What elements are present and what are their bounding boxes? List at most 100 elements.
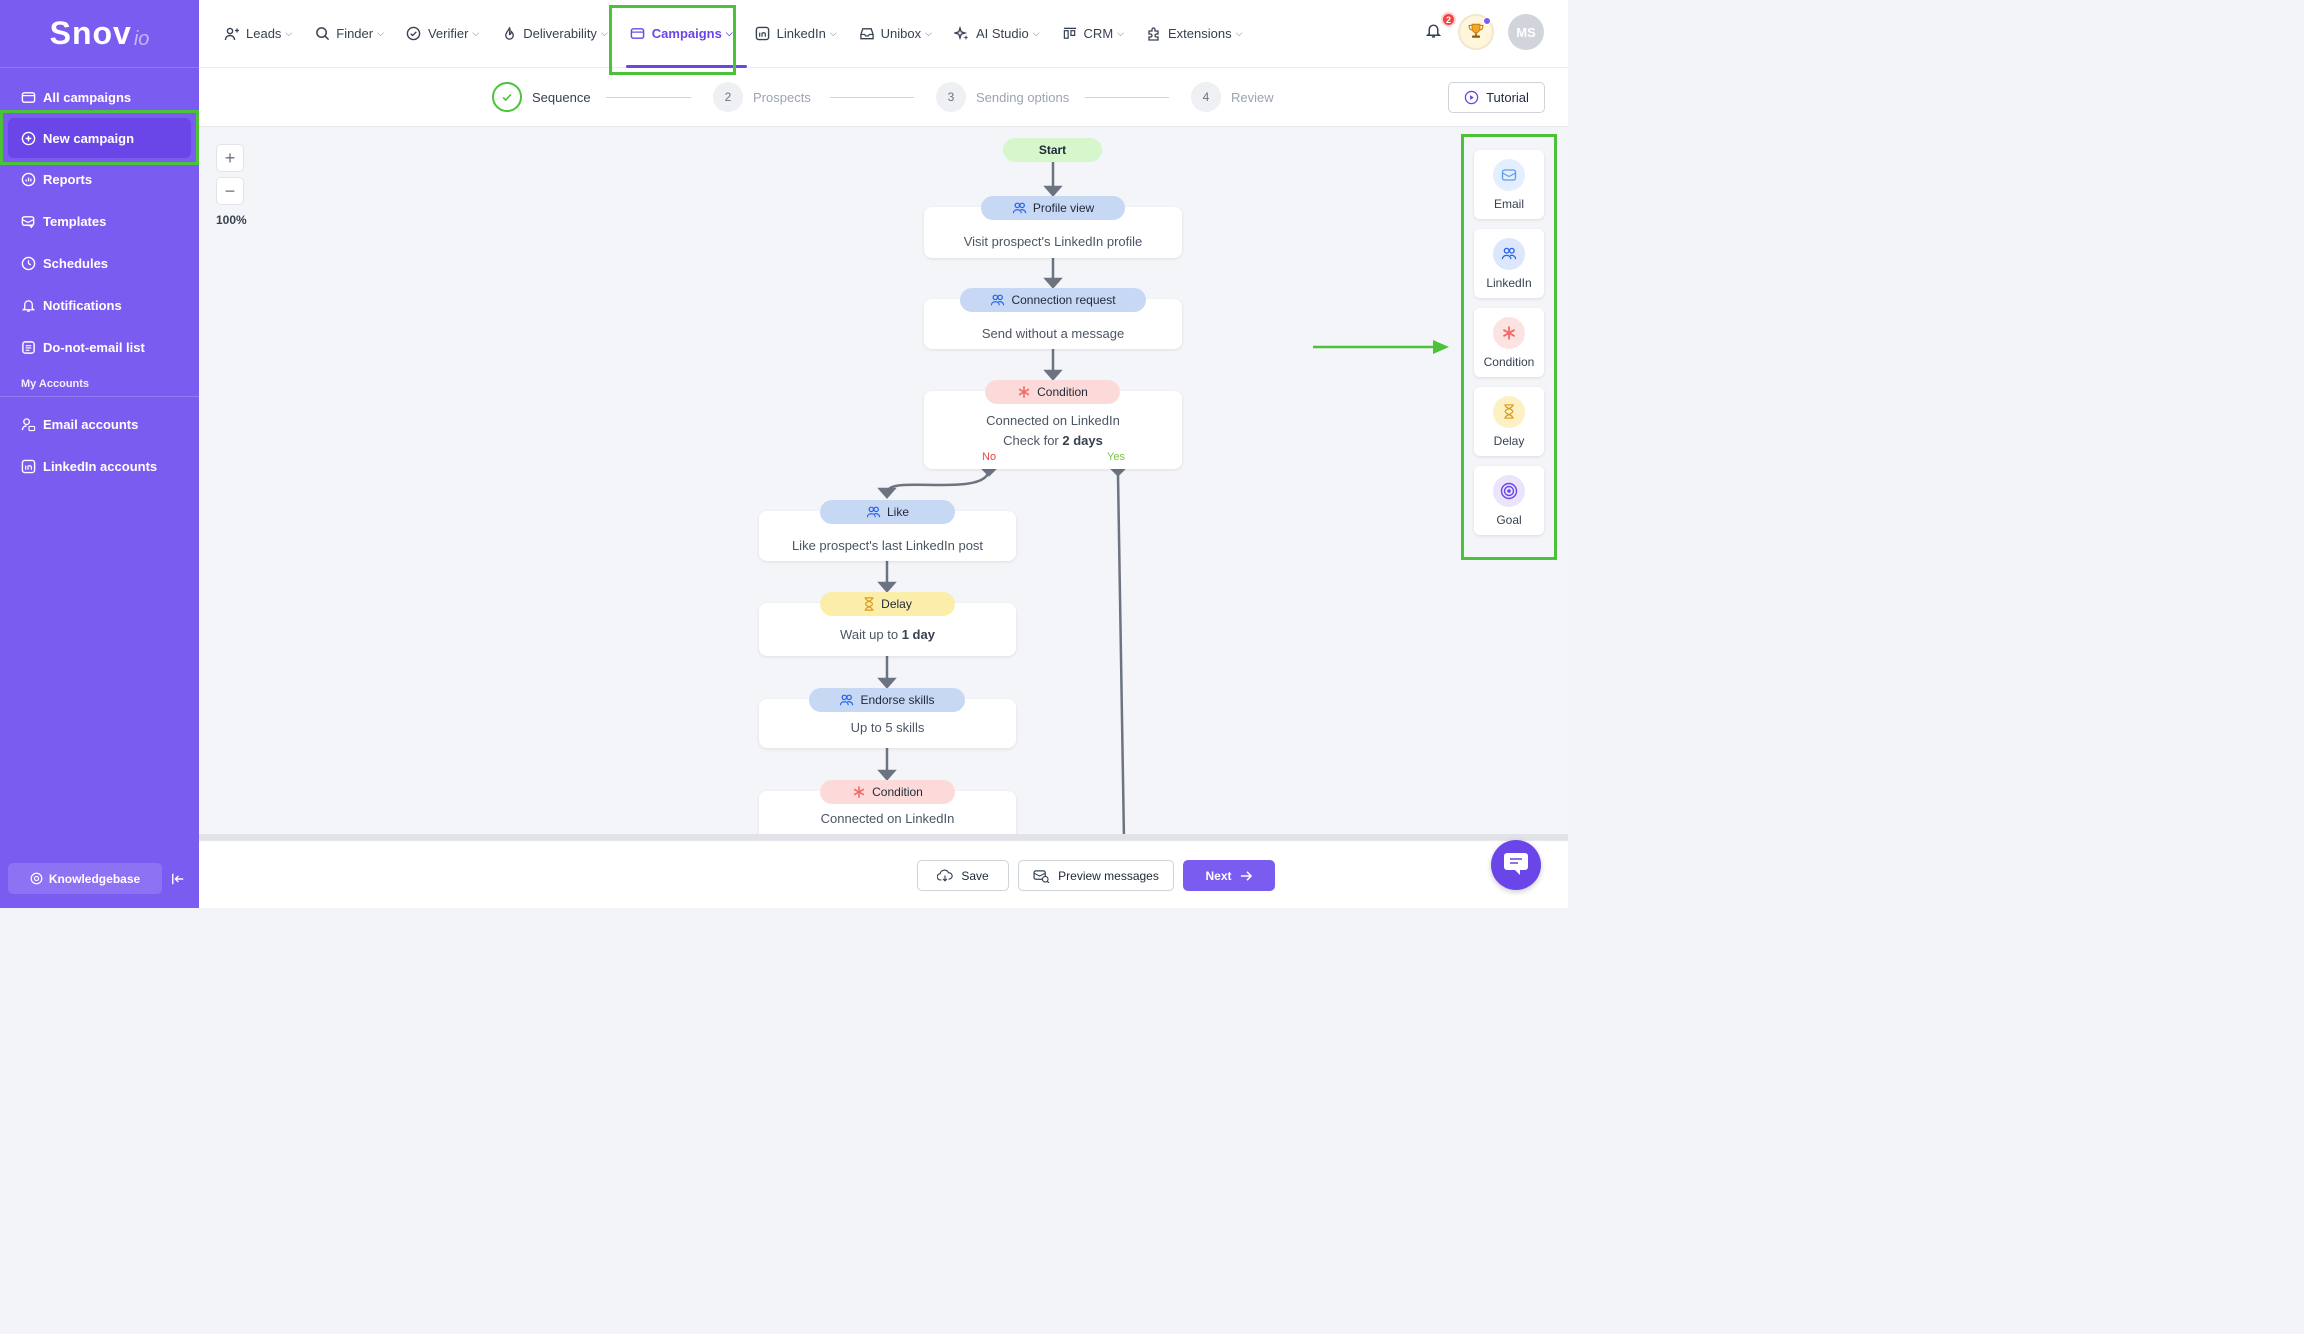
nav-crm[interactable]: CRM⌵ bbox=[1062, 0, 1124, 68]
sequence-canvas[interactable]: + − 100% Start Visit prospect's LinkedIn… bbox=[199, 127, 1568, 840]
envelope-icon bbox=[1493, 158, 1525, 191]
node-tag[interactable]: Profile view bbox=[981, 196, 1125, 220]
node-tag[interactable]: Condition bbox=[985, 380, 1120, 404]
start-node[interactable]: Start bbox=[1003, 138, 1102, 162]
save-button[interactable]: Save bbox=[917, 860, 1009, 891]
palette-delay[interactable]: Delay bbox=[1474, 387, 1544, 456]
zoom-in-button[interactable]: + bbox=[216, 144, 244, 172]
sidebar-item-label: Notifications bbox=[43, 297, 122, 313]
node-tag-label: Endorse skills bbox=[860, 693, 935, 707]
trophy-icon bbox=[1467, 22, 1485, 43]
notifications-button[interactable]: 2 bbox=[1422, 12, 1456, 43]
node-tag[interactable]: Like bbox=[820, 500, 955, 524]
rewards-button[interactable] bbox=[1458, 14, 1494, 50]
horizontal-scrollbar[interactable] bbox=[199, 834, 1568, 840]
nav-finder[interactable]: Finder⌵ bbox=[314, 0, 384, 68]
knowledgebase-button[interactable]: Knowledgebase bbox=[8, 863, 162, 894]
step-connector bbox=[1085, 97, 1169, 98]
nav-deliverability[interactable]: Deliverability⌵ bbox=[501, 0, 608, 68]
node-tag-label: Condition bbox=[1037, 385, 1088, 399]
step-sending-options[interactable]: 3 Sending options bbox=[936, 82, 1069, 112]
asterisk-icon bbox=[852, 785, 866, 799]
palette-linkedin[interactable]: LinkedIn bbox=[1474, 229, 1544, 298]
step-label: Sending options bbox=[976, 89, 1070, 105]
nav-linkedin[interactable]: LinkedIn⌵ bbox=[755, 0, 837, 68]
bottom-action-bar: Save Preview messages Next bbox=[199, 840, 1568, 908]
nav-campaigns[interactable]: Campaigns⌵ bbox=[625, 0, 747, 68]
chevron-down-icon: ⌵ bbox=[925, 28, 932, 38]
delay-description: Wait up to 1 day bbox=[840, 627, 935, 642]
condition-description: Connected on LinkedIn bbox=[986, 413, 1120, 428]
nav-extensions[interactable]: Extensions⌵ bbox=[1146, 0, 1242, 68]
sidebar-item-all-campaigns[interactable]: All campaigns bbox=[0, 76, 199, 118]
sidebar-menu: All campaigns New campaign Reports Templ… bbox=[0, 68, 199, 487]
sidebar-item-label: New campaign bbox=[43, 130, 135, 146]
collapse-sidebar-icon[interactable] bbox=[170, 871, 186, 887]
step-connector bbox=[830, 97, 914, 98]
condition-description: Connected on LinkedIn bbox=[820, 811, 955, 826]
node-tag[interactable]: Connection request bbox=[960, 288, 1146, 312]
start-label: Start bbox=[1038, 143, 1067, 157]
people-icon bbox=[866, 505, 881, 519]
node-tag[interactable]: Condition bbox=[820, 780, 955, 804]
node-tag-label: Profile view bbox=[1032, 201, 1095, 215]
palette-condition[interactable]: Condition bbox=[1474, 308, 1544, 377]
node-tag[interactable]: Delay bbox=[820, 592, 955, 616]
brand-name: Snov bbox=[49, 15, 132, 51]
people-icon bbox=[990, 293, 1005, 307]
campaigns-highlight bbox=[609, 5, 736, 75]
user-avatar[interactable]: MS bbox=[1508, 14, 1544, 50]
chat-support-button[interactable] bbox=[1491, 840, 1541, 890]
puzzle-icon bbox=[1146, 26, 1162, 42]
step-node-condition[interactable]: Connected on LinkedIn Check for 2 days bbox=[924, 391, 1182, 469]
palette-goal[interactable]: Goal bbox=[1474, 466, 1544, 535]
palette-email[interactable]: Email bbox=[1474, 150, 1544, 219]
nav-verifier[interactable]: Verifier⌵ bbox=[406, 0, 479, 68]
next-button[interactable]: Next bbox=[1183, 860, 1275, 891]
palette-label: Condition bbox=[1483, 354, 1535, 369]
check-circle-icon bbox=[406, 26, 422, 42]
step-review[interactable]: 4 Review bbox=[1191, 82, 1274, 112]
preview-messages-button[interactable]: Preview messages bbox=[1018, 860, 1174, 891]
step-node-delay[interactable]: Wait up to 1 day bbox=[759, 603, 1016, 656]
sidebar-item-notifications[interactable]: Notifications bbox=[0, 284, 199, 326]
step-number: 2 bbox=[713, 82, 743, 112]
sidebar-item-label: Email accounts bbox=[43, 416, 139, 432]
tutorial-button[interactable]: Tutorial bbox=[1448, 82, 1545, 113]
nav-label: Unibox bbox=[880, 26, 922, 41]
step-palette-highlight bbox=[1461, 134, 1557, 560]
step-label: Sequence bbox=[532, 89, 591, 105]
sidebar-item-new-campaign[interactable]: New campaign bbox=[8, 118, 191, 158]
step-sequence[interactable]: Sequence bbox=[492, 82, 591, 112]
envelope-icon bbox=[630, 26, 646, 42]
pointer-arrow-icon bbox=[1313, 340, 1449, 354]
zoom-out-button[interactable]: − bbox=[216, 177, 244, 205]
inbox-icon bbox=[859, 26, 875, 42]
linkedin-icon bbox=[755, 26, 771, 42]
sidebar-item-linkedin-accounts[interactable]: LinkedIn accounts bbox=[0, 445, 199, 487]
nav-unibox[interactable]: Unibox⌵ bbox=[859, 0, 932, 68]
sidebar-item-do-not-email[interactable]: Do-not-email list bbox=[0, 326, 199, 368]
sidebar-item-templates[interactable]: Templates bbox=[0, 200, 199, 242]
branch-yes-label: Yes bbox=[1107, 451, 1125, 463]
sidebar-item-email-accounts[interactable]: Email accounts bbox=[0, 403, 199, 445]
campaign-stepper: Sequence 2 Prospects 3 Sending options 4… bbox=[199, 68, 1568, 127]
palette-label: LinkedIn bbox=[1486, 275, 1532, 290]
step-prospects[interactable]: 2 Prospects bbox=[713, 82, 811, 112]
node-description: Like prospect's last LinkedIn post bbox=[791, 538, 984, 553]
node-tag[interactable]: Endorse skills bbox=[809, 688, 965, 712]
crm-icon bbox=[1062, 26, 1078, 42]
chevron-down-icon: ⌵ bbox=[725, 28, 733, 38]
sidebar-item-reports[interactable]: Reports bbox=[0, 158, 199, 200]
notification-count-badge: 2 bbox=[1441, 12, 1456, 27]
node-tag-label: Connection request bbox=[1011, 293, 1116, 307]
sidebar-item-schedules[interactable]: Schedules bbox=[0, 242, 199, 284]
tutorial-label: Tutorial bbox=[1486, 90, 1529, 105]
nav-ai-studio[interactable]: AI Studio⌵ bbox=[953, 0, 1040, 68]
chevron-down-icon: ⌵ bbox=[1235, 28, 1243, 38]
node-tag-label: Like bbox=[886, 505, 909, 519]
nav-leads[interactable]: Leads⌵ bbox=[224, 0, 292, 68]
search-icon bbox=[314, 26, 330, 42]
chevron-down-icon: ⌵ bbox=[472, 28, 480, 38]
